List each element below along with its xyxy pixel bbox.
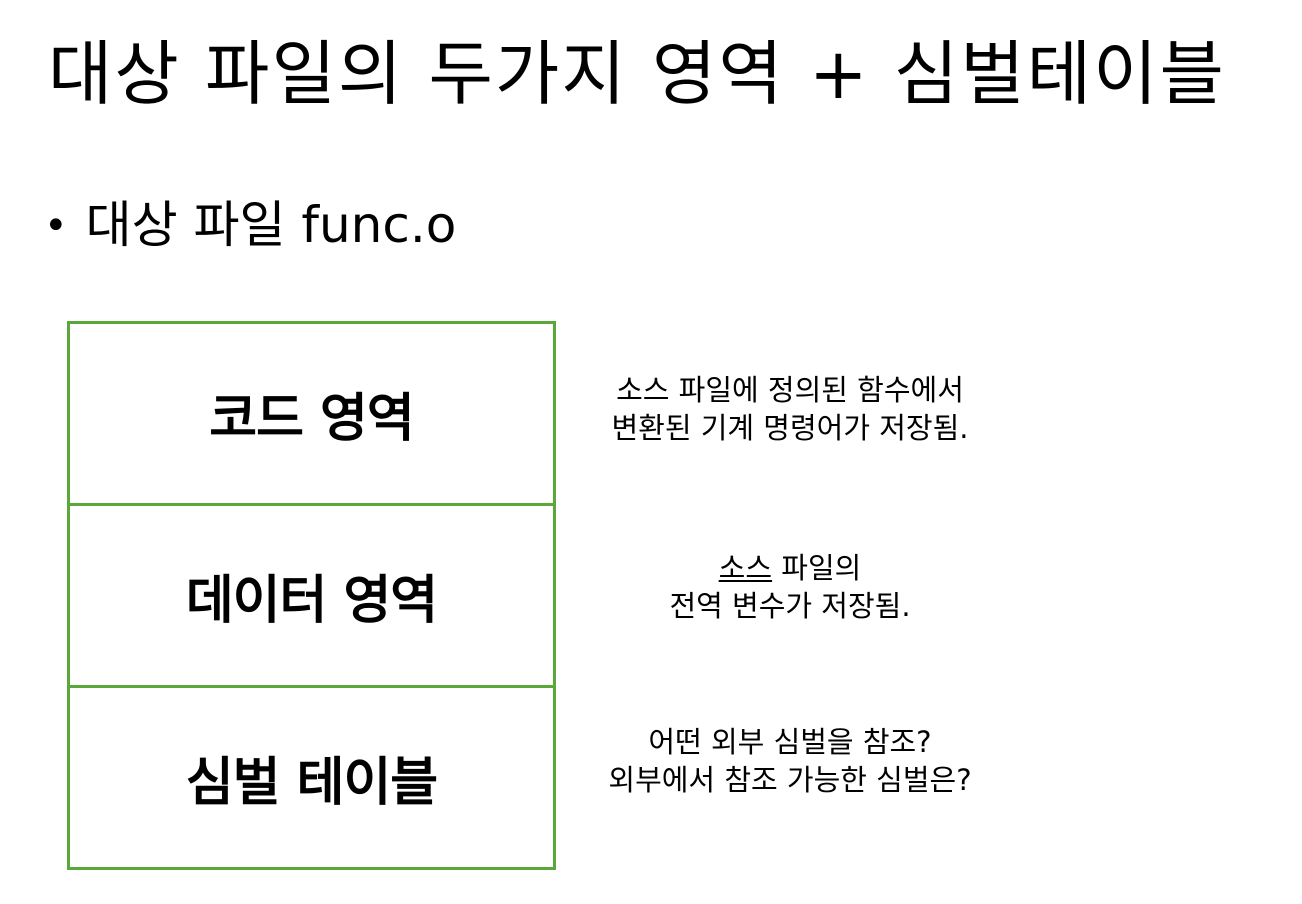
description-line: 전역 변수가 저장됨. [669, 588, 911, 623]
slide-title: 대상 파일의 두가지 영역 + 심벌테이블 [48, 33, 1226, 115]
description-line: 소스 파일에 정의된 함수에서 [616, 373, 964, 407]
underlined-word: 소스 [718, 551, 773, 585]
description-line: 변환된 기계 명령어가 저장됨. [611, 410, 969, 445]
object-file-layout-diagram: 코드 영역 데이터 영역 심벌 테이블 [67, 321, 556, 870]
symbol-table-description: 어떤 외부 심벌을 참조? 외부에서 참조 가능한 심벌은? [560, 724, 1020, 799]
section-symbol-table: 심벌 테이블 [70, 685, 553, 867]
bullet-text: 대상 파일 func.o [85, 196, 457, 254]
section-data-area: 데이터 영역 [70, 503, 553, 685]
section-label: 심벌 테이블 [185, 753, 438, 813]
section-label: 데이터 영역 [185, 571, 438, 631]
section-code-area: 코드 영역 [70, 324, 553, 503]
description-line: 외부에서 참조 가능한 심벌은? [608, 762, 972, 797]
description-line: 어떤 외부 심벌을 참조? [648, 725, 932, 759]
data-area-description: 소스 파일의 전역 변수가 저장됨. [560, 550, 1020, 625]
description-line: 소스 파일의 [560, 550, 1020, 588]
description-text: 파일의 [772, 551, 862, 585]
section-label: 코드 영역 [209, 389, 414, 449]
bullet-dot-icon: • [44, 202, 68, 249]
code-area-description: 소스 파일에 정의된 함수에서 변환된 기계 명령어가 저장됨. [560, 372, 1020, 447]
bullet-item: • 대상 파일 func.o [44, 198, 456, 253]
